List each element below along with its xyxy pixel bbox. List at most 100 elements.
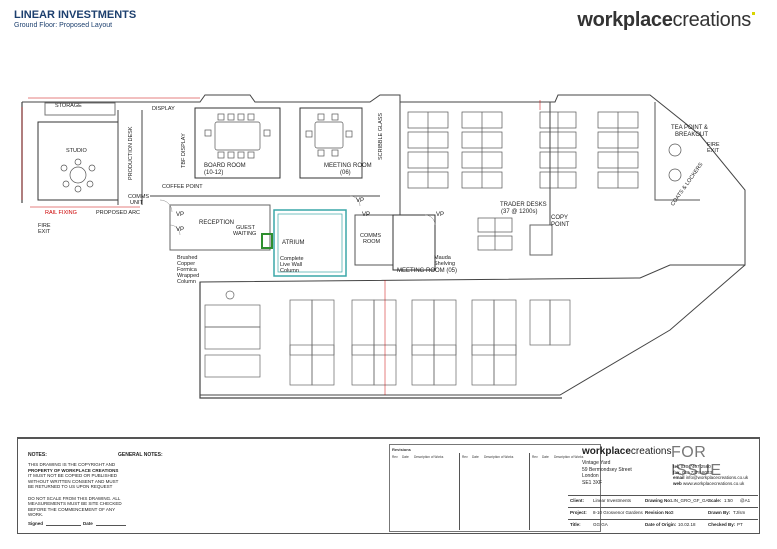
reception-area — [169, 204, 271, 251]
label-board-room-capacity: (10-12) — [204, 170, 224, 176]
checked-by-value: PT — [737, 522, 743, 527]
floor-plan — [21, 94, 746, 399]
copy-point-box — [529, 224, 553, 256]
notes-text: THIS DRAWING IS THE COPYRIGHT AND PROPER… — [28, 462, 122, 518]
label-scribble-glass: SCRIBBLE GLASS — [378, 112, 384, 160]
label-vp-3: VP — [356, 198, 365, 204]
trader-desk-cluster-4 — [597, 111, 639, 189]
label-vp-2: VP — [176, 227, 185, 233]
atrium — [273, 209, 347, 277]
label-studio: STUDIO — [66, 148, 87, 154]
contact-info: tel. 020 7407 2560 fax. 020 7378 8033 em… — [673, 464, 749, 486]
label-fire-exit-right-2: EXIT — [707, 148, 720, 154]
label-live-wall: Complete — [280, 256, 304, 262]
trader-desk-cluster-3 — [539, 111, 577, 189]
client-value: Linear Investments — [593, 498, 632, 503]
date-origin-value: 10.02.18 — [678, 522, 696, 527]
scale-size: @A1 — [740, 498, 751, 503]
label-coffee-point: COFFEE POINT — [162, 184, 203, 190]
storage-room — [44, 102, 116, 116]
label-meeting-room-06: MEETING ROOM — [324, 163, 372, 169]
label-vp-4: VP — [362, 212, 371, 218]
label-reception: RECEPTION — [199, 220, 235, 226]
label-brushed-copper-5: Column — [177, 279, 196, 285]
signed-label: Signed — [28, 521, 44, 526]
drawn-by-value: TJ/sm — [733, 510, 746, 515]
label-board-room: BOARD ROOM — [204, 163, 246, 169]
general-notes-title: GENERAL NOTES: — [118, 452, 163, 458]
project-value: 8-10 Grosvenor Gardens — [593, 510, 643, 515]
label-comms-unit-2: UNIT — [130, 200, 143, 206]
brand-logo-bold: workplace — [577, 9, 673, 31]
label-meeting-room-05: MEETING ROOM (05) — [397, 268, 458, 274]
door-swings — [159, 195, 436, 236]
trader-desk-cluster-1 — [407, 111, 449, 189]
label-mauda-shelving: Mauda — [434, 255, 451, 261]
label-meeting-room-06-capacity: (06) — [340, 170, 351, 176]
dimension-lines — [21, 97, 541, 395]
drawing-title: LINEAR INVESTMENTS — [14, 9, 137, 21]
label-mauda-shelving-2: Shelving — [434, 261, 456, 267]
board-room-table — [204, 113, 271, 159]
meeting-room-05 — [392, 214, 436, 271]
live-wall-column — [261, 233, 273, 249]
title-block-brand: workplacecreations — [582, 446, 672, 457]
atrium-inner — [277, 213, 343, 273]
title-block: NOTES: GENERAL NOTES: THIS DRAWING IS TH… — [17, 437, 760, 534]
revision-no-value: 3 — [671, 510, 674, 515]
board-room — [194, 107, 281, 179]
revisions-table: Revisions Rev Date Description of Works … — [389, 444, 601, 532]
label-trader-desks: TRADER DESKS — [500, 202, 547, 208]
drawing-no-value: LIN_GRO_GF_GA — [671, 498, 709, 503]
trader-desk-cluster-5 — [477, 217, 513, 251]
lower-desk-rows — [289, 299, 571, 386]
label-brushed-copper: Brushed — [177, 255, 198, 261]
label-production-desk: PRODUCTION DESK — [128, 126, 134, 180]
title-value: GG GA — [593, 522, 608, 527]
revisions-title: Revisions — [392, 447, 411, 452]
label-vp-5: VP — [436, 212, 445, 218]
label-copy-point-2: POINT — [551, 222, 570, 228]
label-fire-exit-left-2: EXIT — [38, 229, 51, 235]
date-label: Date — [83, 521, 93, 526]
label-trader-desks-capacity: (37 @ 1200s) — [501, 209, 538, 215]
label-live-wall-3: Column — [280, 268, 299, 274]
for-issue-stamp: FOR ISSUE — [671, 444, 722, 479]
brand-dot-icon — [752, 12, 755, 15]
label-tbf-display: TBF DISPLAY — [181, 133, 187, 168]
address: Vintage Yard 59 Bermondsey Street London… — [582, 460, 632, 486]
label-rail-fixing: RAIL FIXING — [45, 210, 77, 216]
label-comms-room: COMMS — [360, 233, 382, 239]
label-comms-room-2: ROOM — [363, 239, 381, 245]
label-live-wall-2: Live Wall — [280, 262, 303, 268]
label-brushed-copper-3: Formica — [177, 267, 197, 273]
tea-point-wall — [654, 102, 700, 201]
studio-room — [37, 121, 119, 201]
label-atrium: ATRIUM — [282, 240, 305, 246]
studio-table — [60, 158, 96, 193]
label-guest-waiting: GUEST — [236, 225, 255, 231]
label-proposed-arc: PROPOSED ARC — [96, 210, 141, 216]
scale-value: 1:50 — [724, 498, 733, 503]
label-guest-waiting-2: WAITING — [233, 231, 257, 237]
label-display: DISPLAY — [152, 106, 175, 112]
lower-left-desks — [204, 290, 261, 378]
label-tea-point-2: BREAKOUT — [675, 132, 709, 138]
label-fire-exit-right: FIRE — [707, 142, 720, 148]
label-brushed-copper-4: Wrapped — [177, 273, 200, 279]
trader-desk-cluster-2 — [461, 111, 503, 189]
label-storage: STORAGE — [55, 103, 82, 109]
brand-logo: workplacecreations — [577, 9, 755, 32]
label-comms-unit: COMMS — [128, 194, 150, 200]
tea-point-tables — [668, 143, 682, 182]
meeting-room-06-table — [305, 113, 353, 157]
notes-title: NOTES: — [28, 452, 47, 458]
label-copy-point: COPY — [551, 215, 569, 221]
lower-perimeter — [199, 282, 562, 399]
brand-logo-light: creations — [672, 9, 752, 31]
label-fire-exit-left: FIRE — [38, 223, 51, 229]
label-brushed-copper-2: Copper — [177, 261, 196, 267]
label-tea-point: TEA POINT & — [671, 125, 708, 131]
drawing-subtitle: Ground Floor: Proposed Layout — [14, 22, 113, 29]
label-vp-1: VP — [176, 212, 185, 218]
